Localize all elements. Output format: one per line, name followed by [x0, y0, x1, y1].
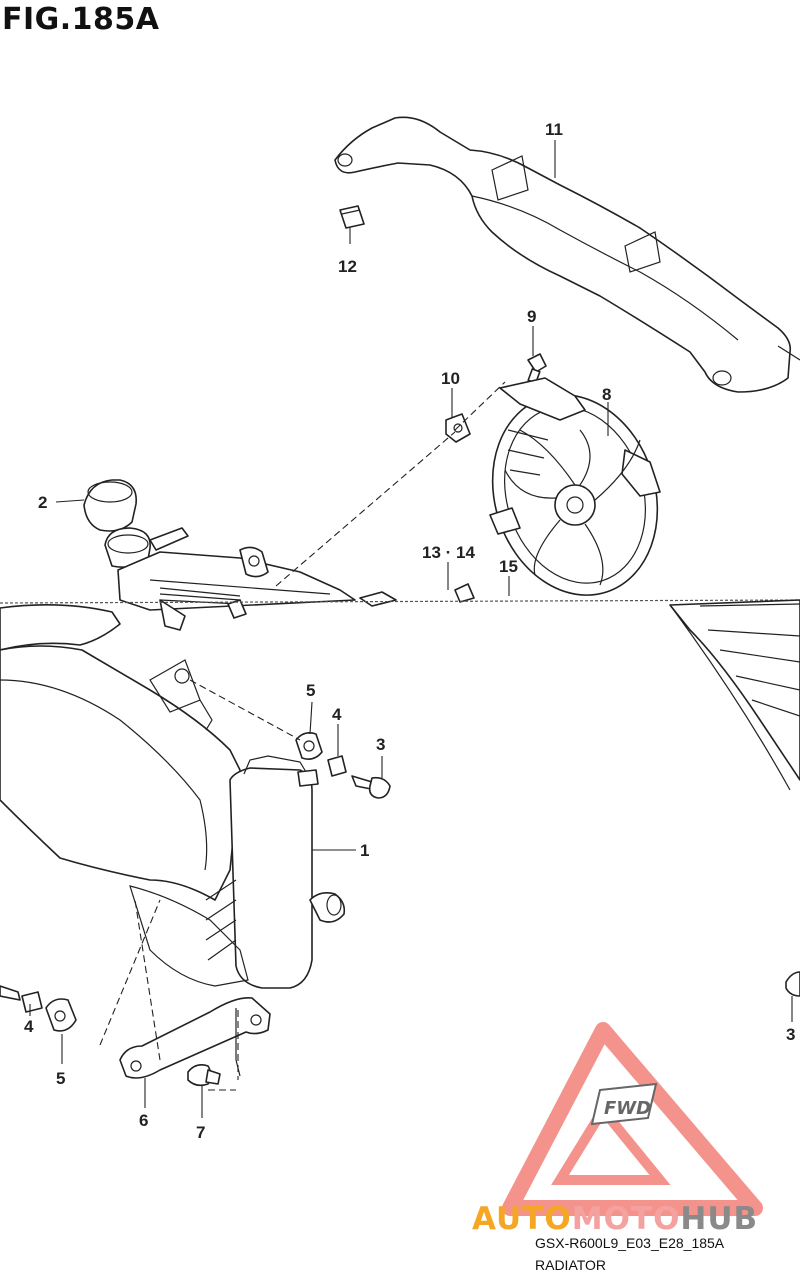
figure-title: FIG.185A	[2, 2, 160, 37]
radiator-right-side-panel	[669, 599, 800, 997]
callout-2: 2	[38, 493, 47, 512]
fwd-badge: FWD	[590, 1082, 658, 1126]
part-3-bolt-lower-left	[0, 985, 21, 1001]
part-1-radiator-core	[129, 755, 346, 989]
fwd-badge-text: FWD	[604, 1098, 651, 1119]
part-10-nut	[445, 413, 471, 443]
watermark-auto: AUTO	[472, 1201, 572, 1237]
callout-1: 1	[360, 841, 369, 860]
part-5-grommet-lower-left	[45, 998, 77, 1032]
part-6-lower-bracket	[119, 996, 271, 1079]
callout-11: 11	[545, 120, 563, 139]
assembly-dashed-lines	[99, 381, 506, 1091]
part-8-cooling-fan	[489, 377, 661, 596]
part-5-grommet-upper	[295, 732, 323, 760]
radiator-upper-tank	[104, 527, 475, 631]
callout-13-14: 13 · 14	[422, 543, 475, 562]
watermark-moto: MOTO	[571, 1201, 681, 1237]
callout-10: 10	[441, 369, 460, 388]
assembly-name-label: RADIATOR	[535, 1257, 607, 1273]
watermark-hub: HUB	[680, 1201, 759, 1237]
callout-8: 8	[602, 385, 611, 404]
leader-lines	[29, 140, 793, 1118]
callout-6: 6	[139, 1111, 148, 1130]
callout-5-lower: 5	[56, 1069, 65, 1088]
callout-15: 15	[499, 557, 518, 576]
part-4-collar-upper	[327, 755, 347, 777]
callout-3-upper: 3	[376, 735, 385, 754]
part-4-collar-lower-left	[21, 991, 43, 1013]
callout-5-upper: 5	[306, 681, 315, 700]
callout-4-upper: 4	[332, 705, 342, 724]
callout-4-lower: 4	[24, 1017, 34, 1036]
callout-3-lower: 3	[786, 1025, 795, 1044]
callout-9: 9	[527, 307, 536, 326]
part-11-upper-shroud	[334, 116, 800, 393]
view-break-line	[0, 599, 800, 604]
callout-12: 12	[338, 257, 357, 276]
model-code-label: GSX-R600L9_E03_E28_185A	[535, 1235, 725, 1251]
radiator-left-side-panel	[0, 604, 241, 901]
part-3-bolt-upper	[351, 775, 391, 799]
callout-labels: 11 12 9 10 8 2 13 · 14 15 5 4 3 1 4 5 6 …	[24, 120, 795, 1142]
part-12-clip	[339, 205, 365, 229]
part-2-radiator-cap	[83, 479, 137, 532]
part-7-bolt	[187, 1064, 221, 1087]
mount-pin-upper	[297, 769, 319, 787]
watermark-logo: FWD	[502, 1022, 763, 1216]
watermark-brand: AUTOMOTOHUB	[472, 1201, 758, 1237]
callout-7: 7	[196, 1123, 205, 1142]
